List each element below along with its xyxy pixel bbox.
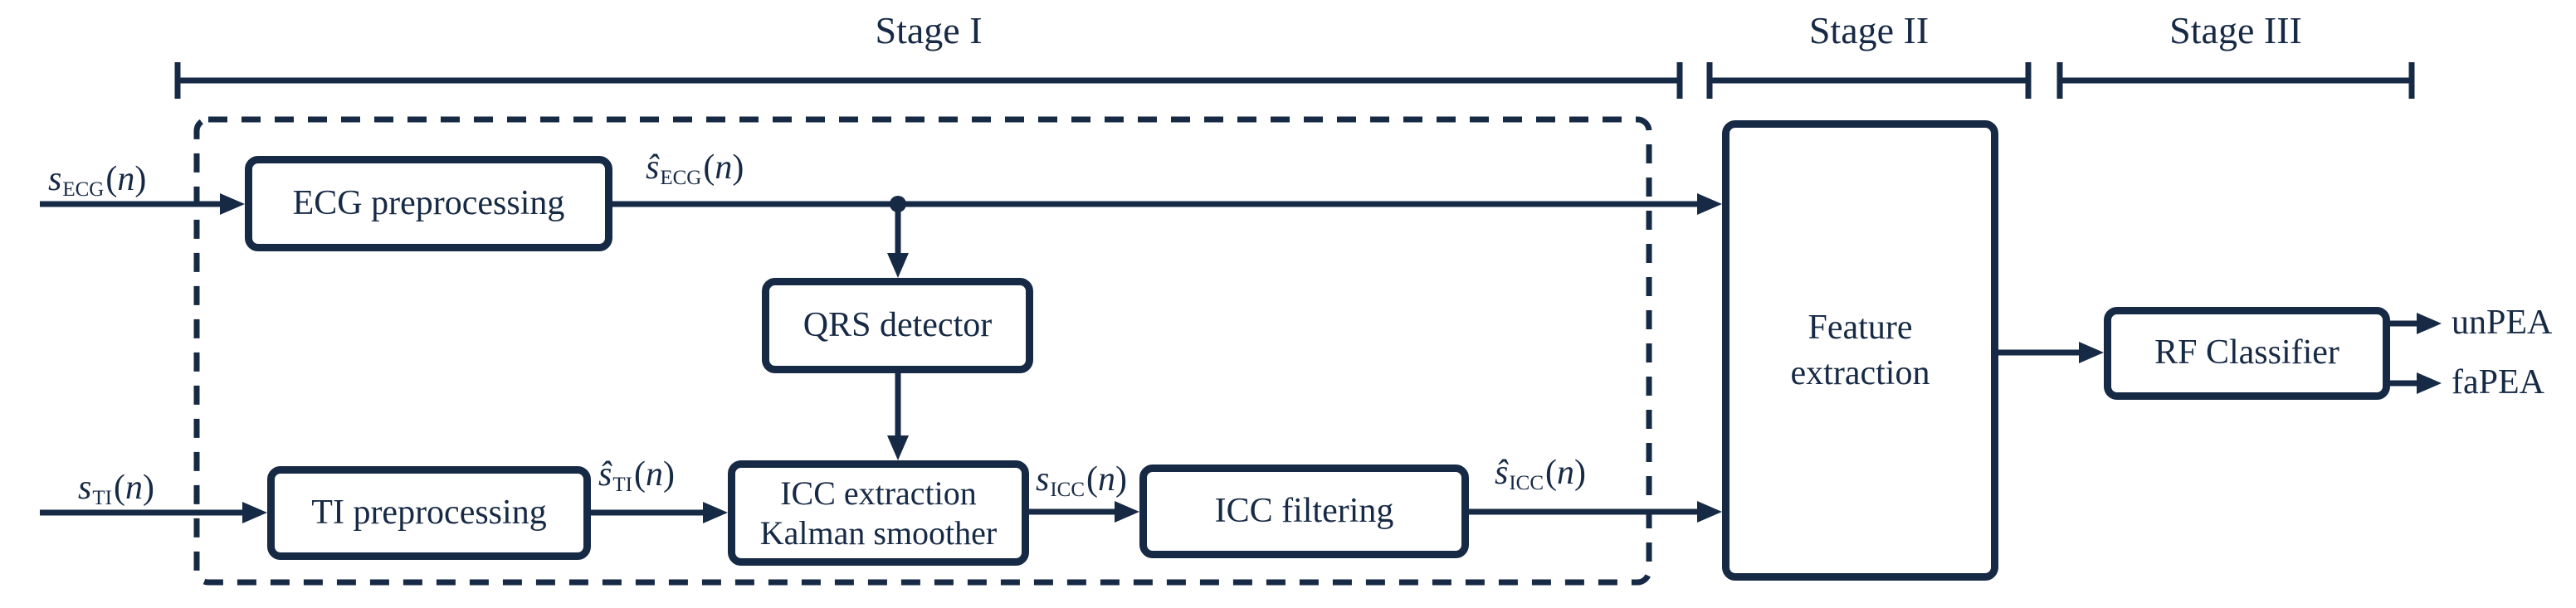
output-label-unpea: unPEA [2452, 304, 2553, 342]
rf-classifier-label: RF Classifier [2154, 333, 2339, 372]
rf-to-fapea-arrowhead [2417, 372, 2442, 394]
ecg-input-arrowhead [220, 193, 245, 215]
output-label-fapea: faPEA [2452, 363, 2544, 401]
icc-extraction-label-line1: ICC extraction [780, 474, 977, 513]
filter-to-feature-arrowhead [1697, 501, 1722, 523]
ti-to-icc-arrowhead [703, 502, 728, 523]
ti-input-arrowhead [242, 502, 267, 523]
qrs-to-icc-arrowhead [887, 435, 909, 460]
icc-filtering-block: ICC filtering [1139, 465, 1469, 558]
junction-to-qrs-arrowhead [887, 253, 909, 278]
rf-classifier-block: RF Classifier [2104, 307, 2390, 400]
stage2-label: Stage II [1808, 9, 1930, 51]
qrs-detector-block: QRS detector [762, 278, 1033, 373]
ecg-preprocessing-label: ECG preprocessing [292, 183, 565, 222]
feature-extraction-label-line1: Feature [1808, 308, 1913, 347]
stage3-bracket [2056, 62, 2415, 99]
icc-extraction-block: ICC extraction Kalman smoother [728, 460, 1029, 566]
icc-extraction-label-line2: Kalman smoother [759, 513, 998, 552]
ecg-preprocessing-block: ECG preprocessing [245, 156, 612, 251]
ecg-to-feature-arrowhead [1697, 193, 1722, 215]
stage1-label: Stage I [875, 9, 983, 51]
stage3-label: Stage III [2169, 9, 2302, 51]
stage1-bracket [174, 62, 1683, 99]
feature-to-rf-arrowhead [2079, 342, 2104, 363]
stage2-bracket [1706, 62, 2032, 99]
ti-preprocessing-label: TI preprocessing [311, 493, 547, 532]
ti-preprocessing-block: TI preprocessing [267, 466, 591, 560]
icc-to-filter-arrowhead [1115, 501, 1139, 523]
icc-filtering-label: ICC filtering [1214, 491, 1394, 530]
qrs-detector-label: QRS detector [803, 305, 993, 344]
stage1-dashed-region [193, 116, 1652, 586]
feature-extraction-label-line2: extraction [1790, 353, 1930, 392]
rf-to-unpea-arrowhead [2417, 313, 2442, 334]
feature-extraction-block: Feature extraction [1722, 120, 1998, 581]
